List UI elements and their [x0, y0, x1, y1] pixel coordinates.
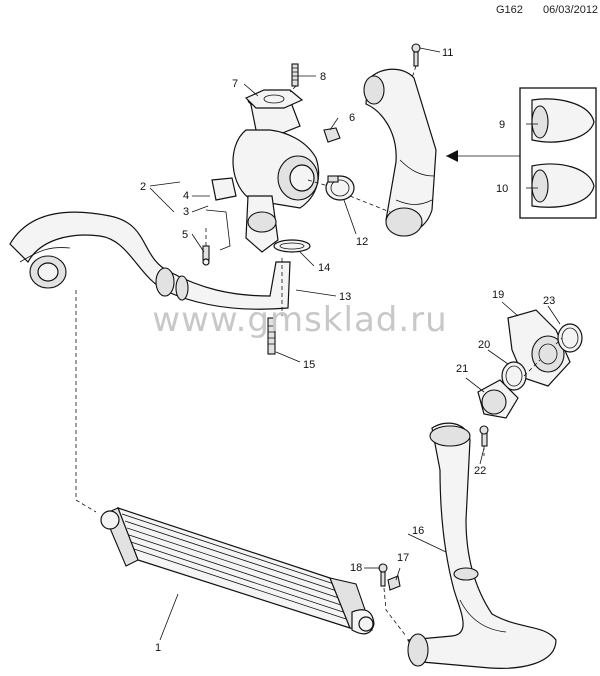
diagram-code: G162 [496, 4, 523, 16]
callout-12: 12 [356, 236, 368, 248]
callout-3: 3 [183, 206, 189, 218]
bolt-11 [411, 43, 421, 67]
leader-lines [149, 47, 561, 641]
charge-air-hose-13 [9, 211, 291, 310]
callout-20: 20 [478, 339, 490, 351]
callout-19: 19 [492, 289, 504, 301]
detail-arrowhead [446, 150, 458, 162]
clamp-12 [325, 175, 355, 201]
watermark: www.gmsklad.ru [152, 300, 448, 340]
callout-6: 6 [349, 112, 355, 124]
bolt-22 [479, 425, 489, 447]
callout-2: 2 [140, 181, 146, 193]
seal-14 [273, 239, 311, 253]
stud-8 [291, 63, 299, 87]
callout-4: 4 [183, 190, 189, 202]
callout-15: 15 [303, 359, 315, 371]
bolt-15 [267, 317, 276, 355]
assembly-line-8 [383, 587, 407, 637]
air-inlet-duct [363, 68, 437, 237]
diagram-date: 06/03/2012 [543, 4, 599, 16]
callout-20-23: 23 [543, 295, 555, 307]
bolt-18 [378, 563, 388, 587]
assembly-line-5 [411, 65, 417, 79]
assembly-line-6 [289, 85, 297, 93]
nut-6 [323, 127, 341, 143]
o-ring-20 [501, 361, 527, 391]
callout-7: 7 [232, 78, 238, 90]
assembly-line-1 [75, 290, 97, 513]
callout-1: 1 [155, 642, 161, 654]
callout-11: 11 [442, 47, 453, 59]
callout-14: 14 [318, 262, 330, 274]
turbo-gasket-7 [244, 89, 304, 109]
assembly-line-10 [523, 337, 563, 377]
callout-18: 18 [350, 562, 362, 574]
callout-5: 5 [182, 229, 188, 241]
detail-inset [519, 87, 597, 219]
callout-13: 13 [339, 291, 351, 303]
intercooler [100, 507, 375, 635]
callout-22: 22 [474, 465, 486, 477]
assembly-line-3 [307, 179, 329, 187]
assembly-line-4 [349, 195, 391, 213]
callout-9: 9 [499, 119, 505, 131]
turbocharger [202, 91, 320, 266]
callout-17: 17 [397, 552, 409, 564]
callout-21: 21 [456, 363, 468, 375]
callout-10: 10 [496, 183, 508, 195]
adapter-21 [477, 379, 519, 419]
callout-16: 16 [412, 525, 424, 537]
callout-8: 8 [320, 71, 326, 83]
charge-air-hose-16 [406, 422, 557, 669]
bolt-17 [387, 575, 401, 591]
